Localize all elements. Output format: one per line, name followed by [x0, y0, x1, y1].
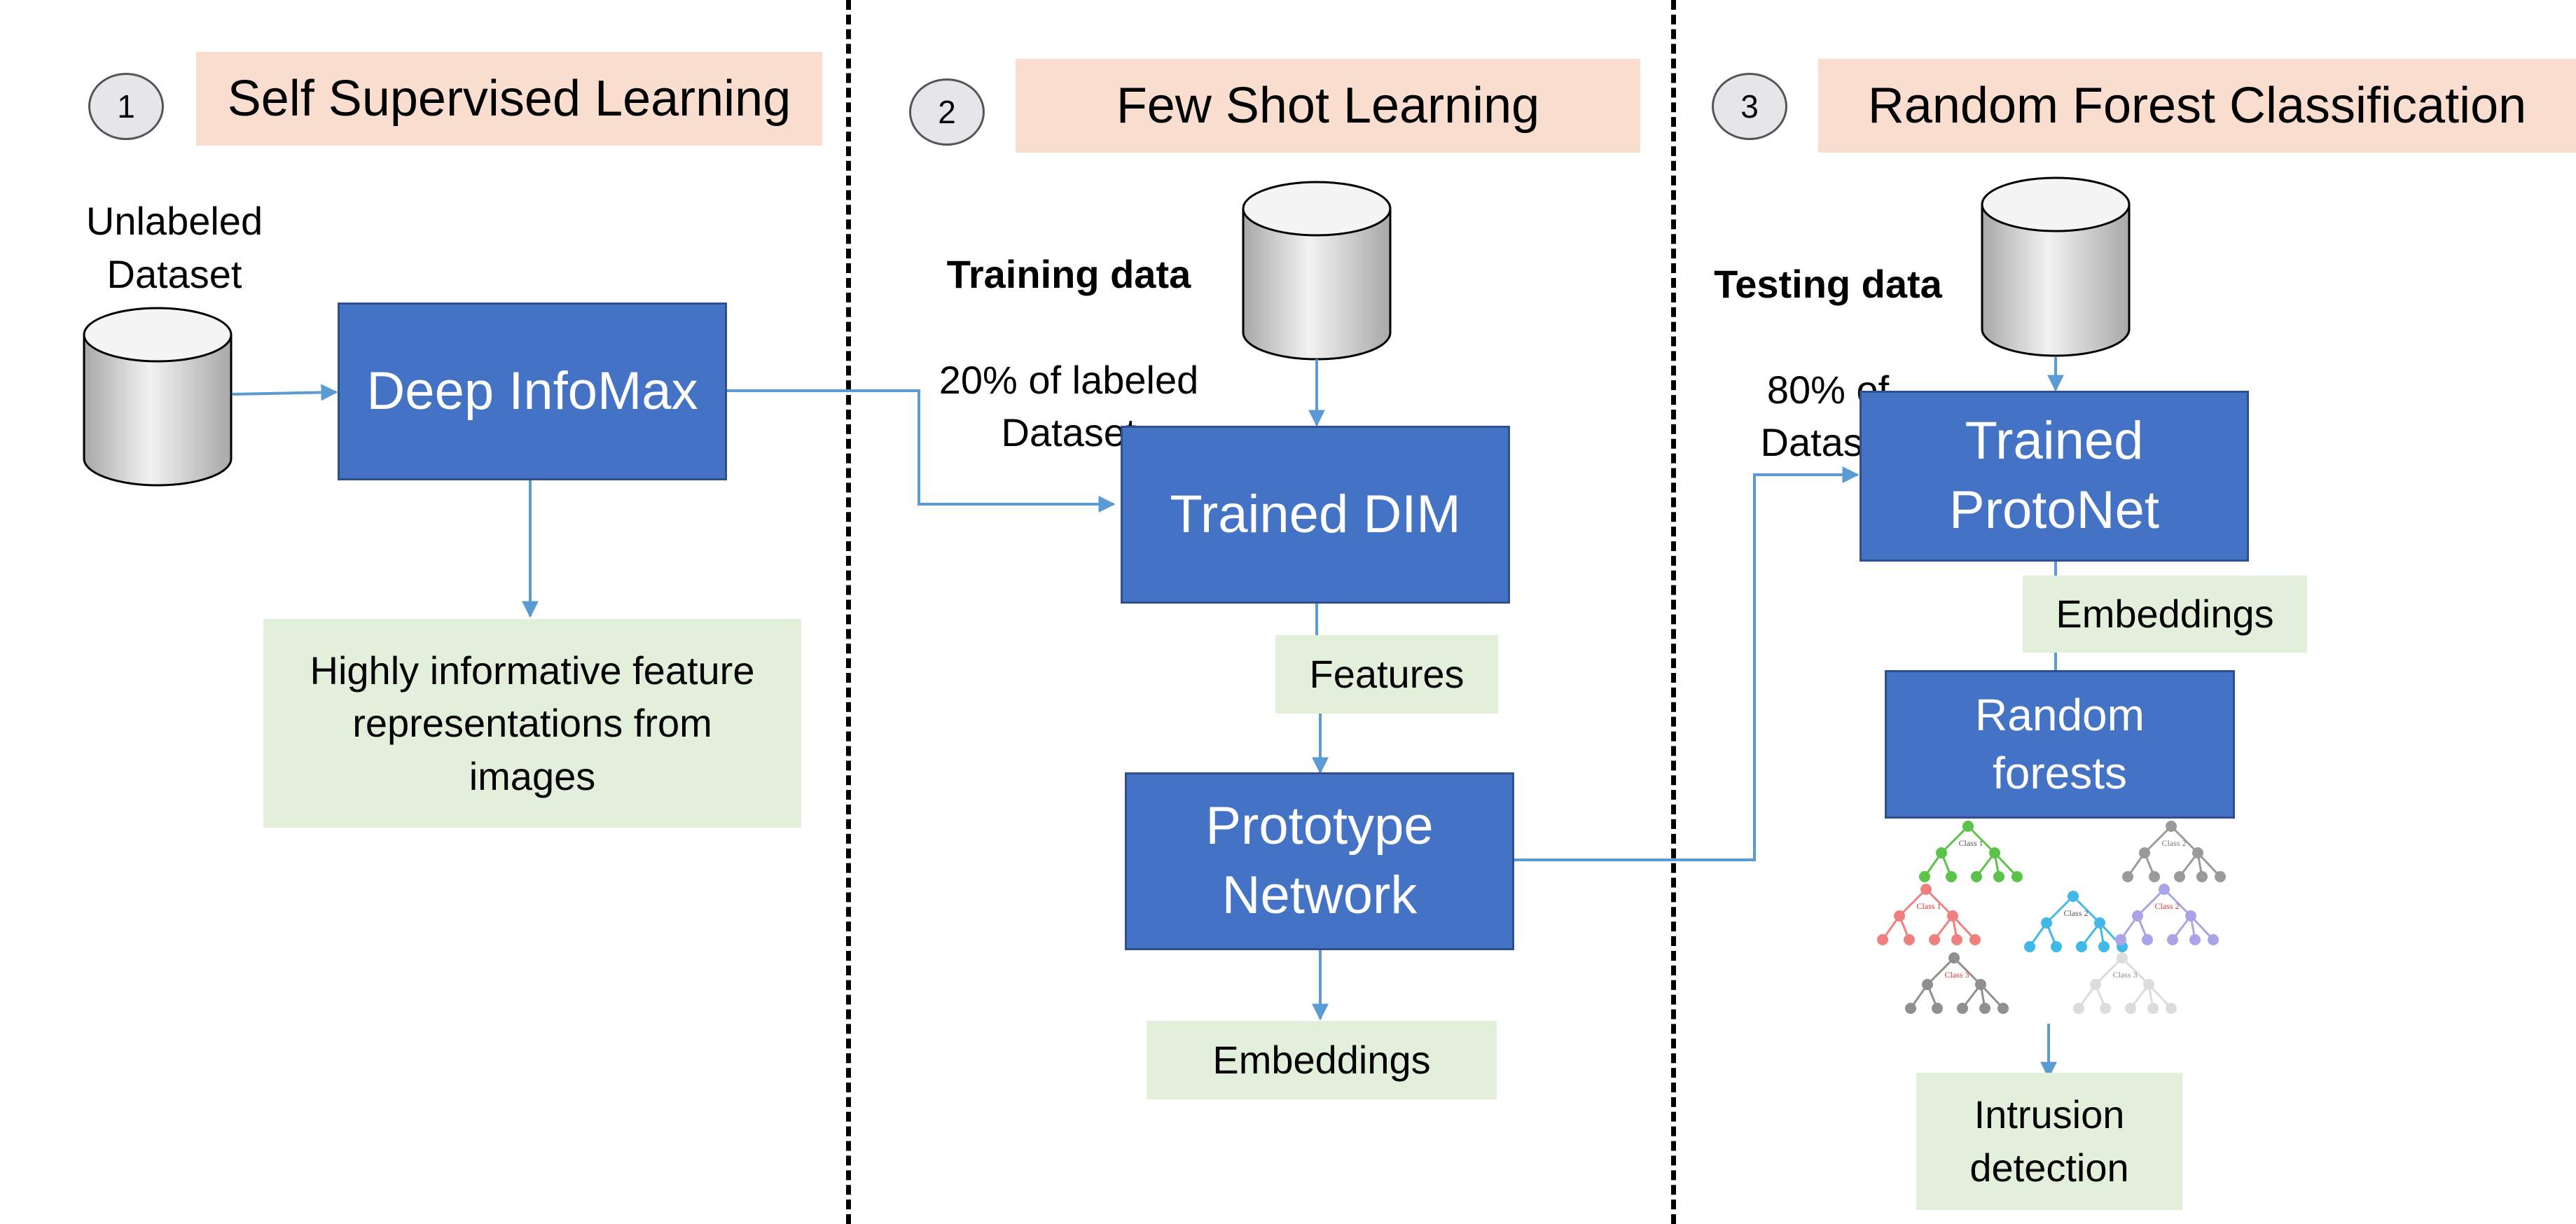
training-data-title: Training data — [946, 251, 1191, 296]
decision-tree-icon: Class 3 — [1905, 952, 2009, 1014]
tree-class-label: Class 2 — [2063, 908, 2088, 918]
section-title-3: Random Forest Classification — [1818, 59, 2576, 153]
prototype-network-box: Prototype Network — [1125, 772, 1514, 950]
decision-tree-icon: Class 3 — [2073, 952, 2177, 1014]
decision-tree-icon: Class 2 — [2115, 884, 2219, 945]
random-forest-trees-illustration: Class 1 Class 2 Class 1 Class 2 Class 2 Class… — [1877, 821, 2226, 1014]
tree-class-label: Class 1 — [1958, 838, 1983, 848]
section-title-1: Self Supervised Learning — [196, 52, 822, 146]
database-icon-training — [1242, 181, 1392, 361]
features-box: Features — [1275, 635, 1498, 714]
random-forests-box: Random forests — [1885, 670, 2235, 819]
tree-class-label: Class 2 — [2154, 901, 2179, 911]
decision-tree-icon: Class 1 — [1919, 821, 2023, 882]
database-icon-testing — [1981, 176, 2131, 357]
decision-tree-icon: Class 2 — [2122, 821, 2226, 882]
section-divider-1 — [846, 0, 851, 1224]
deep-infomax-box: Deep InfoMax — [338, 302, 727, 480]
embeddings-box-3: Embeddings — [2023, 576, 2307, 653]
testing-data-title: Testing data — [1714, 261, 1942, 306]
training-data-desc: 20% of labeled Dataset — [939, 357, 1199, 455]
section-divider-2 — [1671, 0, 1676, 1224]
section-title-2: Few Shot Learning — [1016, 59, 1640, 153]
unlabeled-dataset-label: Unlabeled Dataset — [85, 199, 263, 296]
trained-protonet-box: Trained ProtoNet — [1860, 391, 2249, 562]
tree-class-label: Class 3 — [2112, 970, 2137, 980]
decision-tree-icon: Class 1 — [1877, 884, 1981, 945]
trained-dim-box: Trained DIM — [1121, 426, 1510, 604]
database-icon-unlabeled — [83, 307, 233, 487]
step-number-3: 3 — [1712, 73, 1787, 140]
intrusion-detection-box: Intrusion detection — [1916, 1073, 2182, 1210]
step-number-2: 2 — [909, 78, 985, 146]
training-data-label: Training data 20% of labeled Dataset — [908, 195, 1230, 513]
tree-class-label: Class 2 — [2161, 838, 2186, 848]
step-number-1: 1 — [88, 73, 164, 140]
tree-class-label: Class 1 — [1916, 901, 1941, 911]
decision-tree-icon: Class 2 — [2024, 891, 2128, 952]
tree-class-label: Class 3 — [1944, 970, 1969, 980]
feature-representations-box: Highly informative feature representatio… — [263, 619, 801, 828]
embeddings-box-2: Embeddings — [1147, 1021, 1497, 1099]
